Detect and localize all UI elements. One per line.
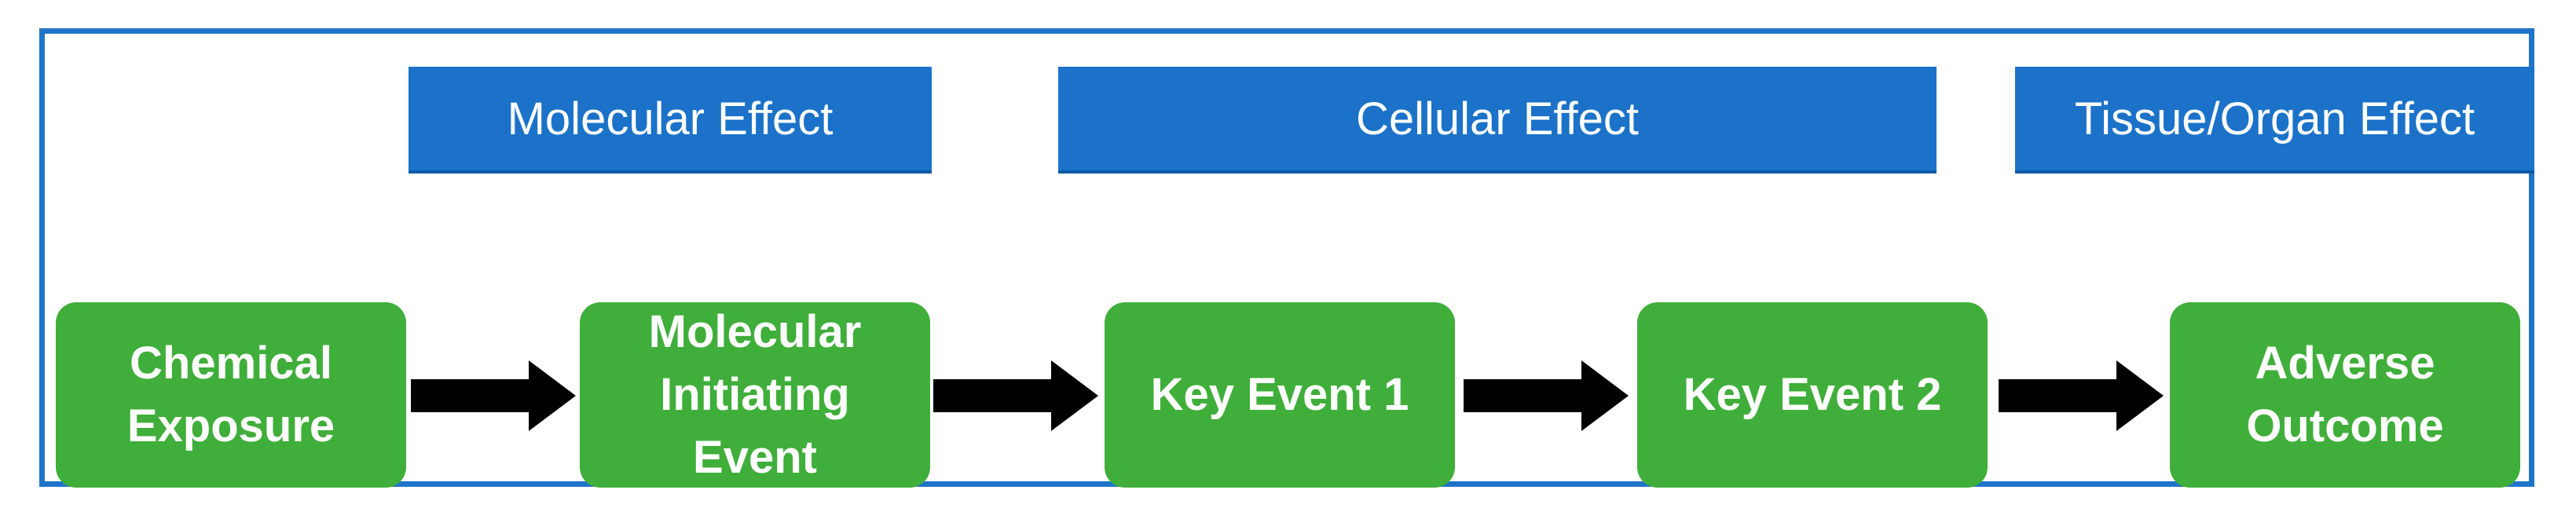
step-label-line: Chemical	[130, 338, 332, 389]
step-label-line: Initiating	[660, 369, 850, 420]
step-label-line: Event	[693, 432, 817, 483]
step-key-event-1: Key Event 1	[1105, 302, 1455, 488]
step-label-line: Adverse	[2255, 338, 2435, 389]
step-adverse-outcome: Adverse Outcome	[2170, 302, 2520, 488]
step-key-event-2: Key Event 2	[1637, 302, 1988, 488]
step-label-line: Molecular	[648, 306, 862, 357]
step-label-line: Outcome	[2246, 400, 2444, 451]
step-chemical-exposure: Chemical Exposure	[56, 302, 406, 488]
step-molecular-initiating-event: Molecular Initiating Event	[580, 302, 930, 488]
arrow-right-icon	[1464, 360, 1629, 431]
arrow-right-icon	[1999, 360, 2164, 431]
step-label-line: Key Event 1	[1150, 369, 1409, 420]
header-cellular-effect: Cellular Effect	[1058, 67, 1937, 170]
header-molecular-effect: Molecular Effect	[409, 67, 932, 170]
step-label-line: Key Event 2	[1683, 369, 1942, 420]
diagram-frame: Molecular Effect Cellular Effect Tissue/…	[39, 28, 2534, 488]
header-tissue-organ-effect: Tissue/Organ Effect	[2015, 67, 2534, 170]
arrow-right-icon	[933, 360, 1098, 431]
arrow-right-icon	[411, 360, 576, 431]
step-label-line: Exposure	[126, 400, 335, 451]
